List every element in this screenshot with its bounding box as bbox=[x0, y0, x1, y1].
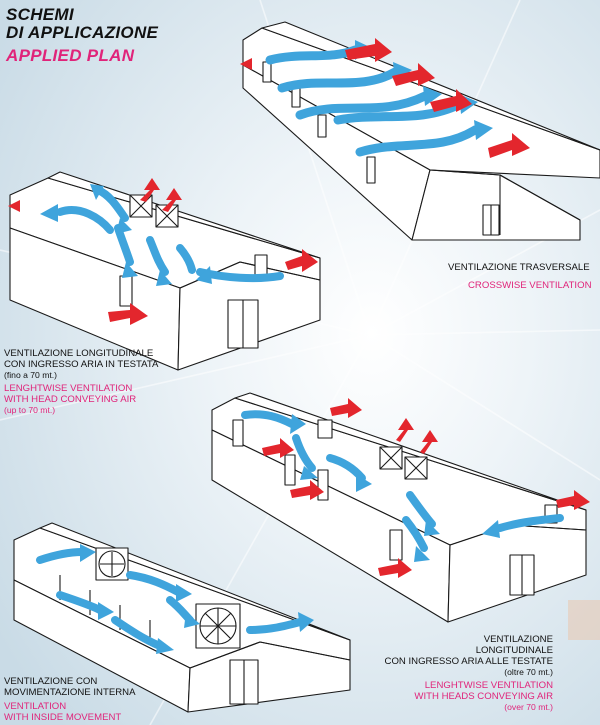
lengthwise-heads-caption-en-3: (over 70 mt.) bbox=[504, 702, 553, 712]
inside-movement-caption-en-1: VENTILATION bbox=[4, 701, 67, 712]
decor-panel bbox=[568, 600, 600, 640]
inside-movement-caption-it-1: VENTILAZIONE CON bbox=[4, 676, 98, 687]
lengthwise-heads-caption-it-1: VENTILAZIONE bbox=[483, 634, 553, 645]
lengthwise-head-caption-it-2: CON INGRESSO ARIA IN TESTATA bbox=[4, 359, 159, 370]
lengthwise-heads-caption-it-2: LONGITUDINALE bbox=[475, 645, 553, 656]
lengthwise-heads-caption-it-4: (oltre 70 mt.) bbox=[504, 667, 553, 677]
lengthwise-head-blue-arrowheads bbox=[40, 184, 212, 286]
lengthwise-head-caption-en-3: (up to 70 mt.) bbox=[4, 405, 56, 415]
crosswise-caption-en: CROSSWISE VENTILATION bbox=[468, 280, 592, 291]
inside-movement-blue-arrowheads bbox=[80, 544, 314, 654]
lengthwise-head-caption-en-1: LENGHTWISE VENTILATION bbox=[4, 383, 133, 394]
lengthwise-heads-caption-en-2: WITH HEADS CONVEYING AIR bbox=[414, 691, 553, 702]
lengthwise-heads-red-arrows bbox=[262, 398, 590, 578]
inside-movement-caption-it-2: MOVIMENTAZIONE INTERNA bbox=[4, 687, 136, 698]
building-inside-movement bbox=[13, 522, 351, 713]
lengthwise-heads-blue-arrowheads bbox=[290, 414, 500, 562]
page-subtitle: APPLIED PLAN bbox=[6, 46, 135, 65]
page-title-line2: DI APPLICAZIONE bbox=[6, 23, 159, 42]
crosswise-red-arrows bbox=[240, 38, 530, 158]
building-lengthwise-heads bbox=[211, 392, 587, 623]
lengthwise-heads-blue-arrows bbox=[241, 410, 564, 552]
lengthwise-head-caption-it-3: (fino a 70 mt.) bbox=[4, 370, 58, 380]
page-title-line1: SCHEMI bbox=[6, 5, 74, 24]
lengthwise-heads-caption-it-3: CON INGRESSO ARIA ALLE TESTATE bbox=[384, 656, 553, 667]
inside-movement-caption-en-2: WITH INSIDE MOVEMENT bbox=[4, 712, 122, 723]
building-lengthwise-head bbox=[9, 171, 321, 371]
lengthwise-head-red-arrows bbox=[8, 178, 318, 325]
lengthwise-head-caption-it-1: VENTILAZIONE LONGITUDINALE bbox=[4, 348, 154, 359]
lengthwise-head-caption-en-2: WITH HEAD CONVEYING AIR bbox=[4, 394, 137, 405]
crosswise-caption-it: VENTILAZIONE TRASVERSALE bbox=[448, 262, 590, 273]
lengthwise-heads-caption-en-1: LENGHTWISE VENTILATION bbox=[424, 680, 553, 691]
